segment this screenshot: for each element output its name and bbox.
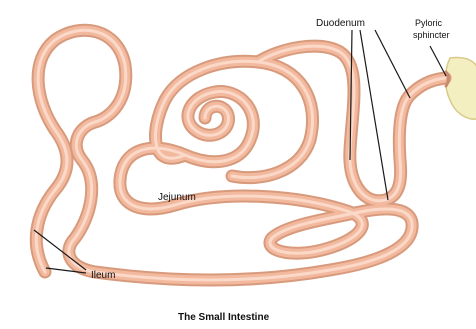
jejunum-label: Jejunum [158, 192, 196, 203]
duodenum-leader-2 [360, 30, 388, 200]
pyloric-label-line1: Pyloric [415, 18, 443, 28]
ileum-label: Ileum [91, 270, 115, 281]
pyloric-label-line2: sphincter [413, 30, 450, 40]
pyloric-leader [430, 46, 446, 76]
stomach-shape [446, 58, 476, 120]
duodenum-label: Duodenum [316, 18, 365, 29]
figure-title: The Small Intestine [178, 312, 270, 323]
duodenum-leader-3 [375, 30, 410, 98]
